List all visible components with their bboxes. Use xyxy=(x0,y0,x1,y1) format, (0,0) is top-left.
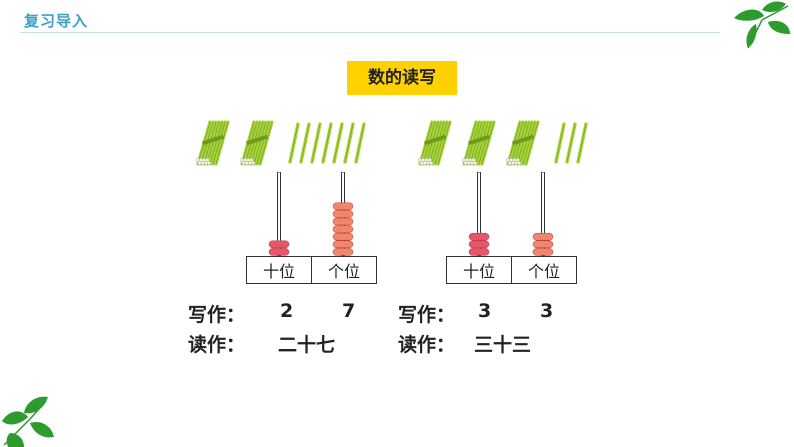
tens-rod xyxy=(468,172,490,257)
write-ones-right: 3 xyxy=(540,300,554,322)
tens-rod xyxy=(268,172,290,257)
single-stick xyxy=(576,122,588,164)
ones-rod xyxy=(532,172,554,257)
stick-bundle xyxy=(240,120,274,166)
stick-bundle xyxy=(417,120,452,166)
place-value-table-left: 十位 个位 xyxy=(246,256,377,284)
tens-place-label: 十位 xyxy=(246,256,312,284)
header-divider xyxy=(20,32,720,33)
write-label-right: 写作： xyxy=(398,304,456,326)
leaf-decoration-bottom-left xyxy=(2,396,54,447)
single-stick xyxy=(354,122,366,164)
counting-sticks-right xyxy=(417,120,588,166)
single-stick xyxy=(288,122,300,164)
ones-place-label: 个位 xyxy=(511,256,577,284)
single-stick xyxy=(321,122,333,164)
read-value-left: 二十七 xyxy=(278,334,336,356)
bead xyxy=(532,232,554,241)
single-stick xyxy=(332,122,344,164)
single-stick xyxy=(310,122,322,164)
section-title: 数的读写 xyxy=(347,61,457,95)
write-tens-right: 3 xyxy=(478,300,492,322)
ones-place-label: 个位 xyxy=(311,256,377,284)
bead xyxy=(332,202,354,211)
single-stick xyxy=(554,122,566,164)
bead xyxy=(468,248,490,256)
abacus-left xyxy=(268,172,354,257)
single-stick xyxy=(343,122,355,164)
leaf-decoration-top-right xyxy=(734,1,790,49)
stick-bundle xyxy=(195,120,230,166)
bead xyxy=(468,240,490,249)
abacus-right xyxy=(468,172,554,257)
bead xyxy=(332,210,354,218)
read-value-right: 三十三 xyxy=(474,334,532,356)
write-tens-left: 2 xyxy=(280,300,294,322)
bead xyxy=(332,232,354,241)
stick-bundle xyxy=(505,120,540,166)
counting-sticks-left xyxy=(195,120,366,166)
read-label-right: 读作： xyxy=(398,334,456,356)
write-label-left: 写作： xyxy=(188,304,246,326)
bead xyxy=(532,248,554,256)
bead xyxy=(332,240,354,249)
bead xyxy=(268,248,290,256)
write-ones-left: 7 xyxy=(342,300,356,322)
tens-place-label: 十位 xyxy=(446,256,512,284)
bead xyxy=(332,217,354,226)
read-label-left: 读作： xyxy=(188,334,246,356)
stick-bundle xyxy=(462,120,496,166)
bead xyxy=(332,225,354,233)
page-header-title: 复习导入 xyxy=(24,12,89,30)
single-stick xyxy=(565,122,577,164)
bead xyxy=(532,240,554,249)
place-value-table-right: 十位 个位 xyxy=(446,256,577,284)
single-stick xyxy=(299,122,311,164)
bead xyxy=(268,240,290,249)
bead xyxy=(468,232,490,241)
ones-rod xyxy=(332,172,354,257)
bead xyxy=(332,248,354,256)
